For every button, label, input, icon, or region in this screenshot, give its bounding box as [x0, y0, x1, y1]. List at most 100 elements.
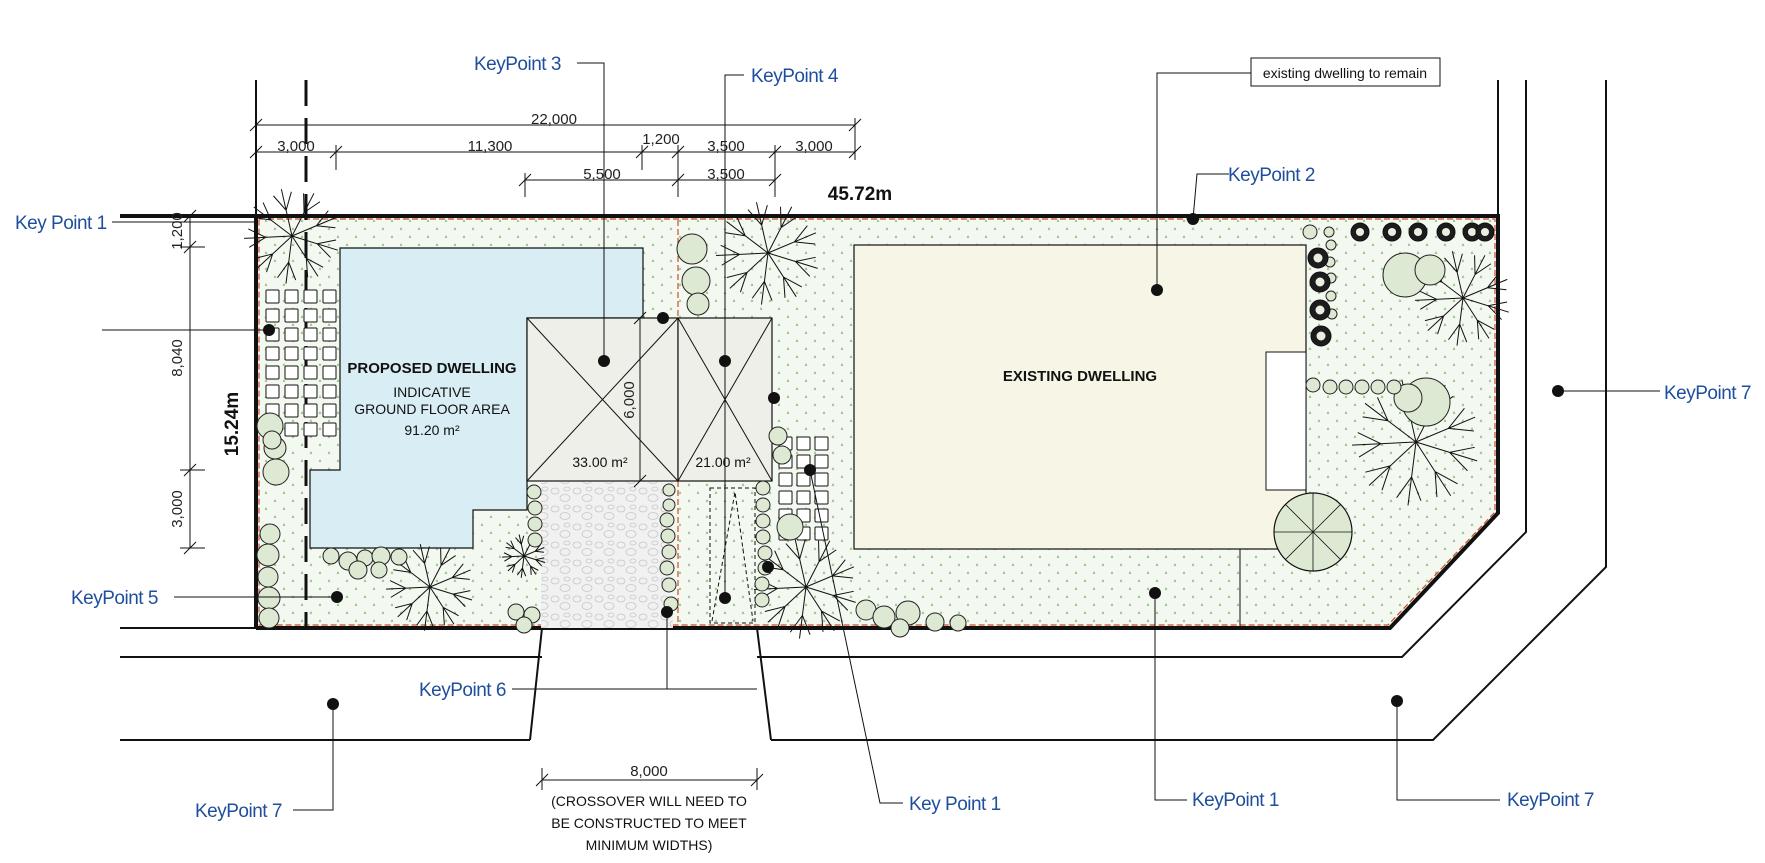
dimension-labels: 22,000 3,000 11,300 1,200 3,500 3,000 5,… [169, 111, 892, 853]
shrub [662, 483, 676, 497]
tree-branch [785, 536, 807, 588]
hedge-shrub-centre [1315, 277, 1325, 287]
dim-side3: 3,000 [169, 490, 186, 528]
paver [814, 508, 829, 523]
paver [284, 422, 299, 437]
tree-branch [1352, 432, 1417, 458]
tree-symbol [386, 543, 473, 631]
tree-branch [253, 235, 293, 273]
existing-title: EXISTING DWELLING [1003, 368, 1157, 385]
shrub [257, 586, 281, 610]
proposed-title: PROPOSED DWELLING [347, 360, 516, 377]
paver [322, 384, 337, 399]
garage1-area: 33.00 m² [572, 454, 628, 470]
paver [796, 454, 811, 469]
paver [303, 422, 318, 437]
paver [322, 346, 337, 361]
proposed-sub2: GROUND FLOOR AREA [354, 401, 510, 417]
feature-plant-vein [1285, 531, 1314, 560]
paver [322, 422, 337, 437]
tree-branch [429, 586, 459, 625]
shrub [1393, 383, 1423, 413]
paver [284, 289, 299, 304]
tree-branch [1365, 441, 1417, 491]
paver [265, 384, 280, 399]
dim-seg3: 1,200 [642, 131, 680, 148]
paver [814, 454, 829, 469]
paver [303, 289, 318, 304]
driveway [541, 482, 756, 628]
tree-branch [805, 559, 855, 588]
tree-branch [789, 586, 811, 639]
tree-branch [724, 216, 769, 254]
shrub [527, 532, 543, 548]
tree-branch [1462, 297, 1510, 320]
tree-branch [767, 252, 818, 277]
shrub [526, 484, 542, 500]
tree-branch [291, 235, 324, 278]
paver [796, 436, 811, 451]
hedge-shrub-centre [1441, 227, 1451, 237]
shrub [661, 544, 677, 560]
shrub [872, 605, 896, 629]
shrub [768, 426, 788, 446]
kp6-label: KeyPoint 6 [419, 680, 506, 701]
kp7-bottom-right-label: KeyPoint 7 [1507, 790, 1594, 811]
shrub [322, 547, 340, 565]
paver [303, 308, 318, 323]
tree-branch [805, 586, 841, 632]
shrub [776, 513, 804, 541]
feature-plant-vein [1312, 504, 1341, 533]
feature-plant-vein [1312, 531, 1341, 560]
shrub [1302, 224, 1318, 240]
dim-side1: 1,200 [169, 212, 186, 250]
paver [778, 472, 793, 487]
shrub [660, 528, 676, 544]
tree-branch [429, 586, 473, 608]
paver [322, 403, 337, 418]
shrub [659, 512, 675, 528]
key-point-labels: Key Point 1 KeyPoint 2 KeyPoint 3 KeyPoi… [15, 54, 1751, 822]
kp4-label: KeyPoint 4 [751, 66, 839, 87]
shrub [755, 529, 771, 545]
shrub [662, 498, 676, 512]
paver [284, 403, 299, 418]
tree-branch [747, 202, 769, 254]
crossover [529, 627, 772, 741]
tree-branch [277, 235, 297, 284]
dim-seg2: 11,300 [468, 138, 513, 155]
paver [303, 346, 318, 361]
shrub [348, 560, 368, 580]
kp3-label: KeyPoint 3 [474, 54, 561, 75]
garage2-area: 21.00 m² [695, 454, 751, 470]
tree-branch [1396, 441, 1422, 506]
kp1-left-label: Key Point 1 [15, 213, 107, 234]
paver [284, 308, 299, 323]
shrub [755, 497, 771, 513]
tree-branch [767, 206, 799, 254]
paver [284, 327, 299, 342]
shrub [755, 513, 771, 529]
paver [814, 472, 829, 487]
tree-branch [1444, 251, 1464, 299]
dim-garage-depth: 6,000 [621, 381, 638, 419]
tree-branch [1462, 272, 1508, 299]
paver [265, 365, 280, 380]
shrub [755, 480, 771, 496]
shrub [370, 561, 388, 579]
shrub [1325, 239, 1337, 251]
tree-branch [244, 228, 293, 248]
tree-branch [386, 580, 431, 598]
dim-overall-width: 22,000 [531, 111, 577, 128]
shrub [661, 577, 677, 593]
hedge-shrub-centre [1413, 227, 1423, 237]
shrub [262, 430, 282, 450]
shrub [257, 566, 279, 588]
dim-seg4: 3,500 [707, 138, 745, 155]
tree-branch [505, 540, 525, 557]
hedge-shrub-centre [1355, 227, 1365, 237]
shrub [772, 445, 792, 465]
tree-branch [416, 586, 434, 631]
proposed-sub1: INDICATIVE [393, 384, 471, 400]
